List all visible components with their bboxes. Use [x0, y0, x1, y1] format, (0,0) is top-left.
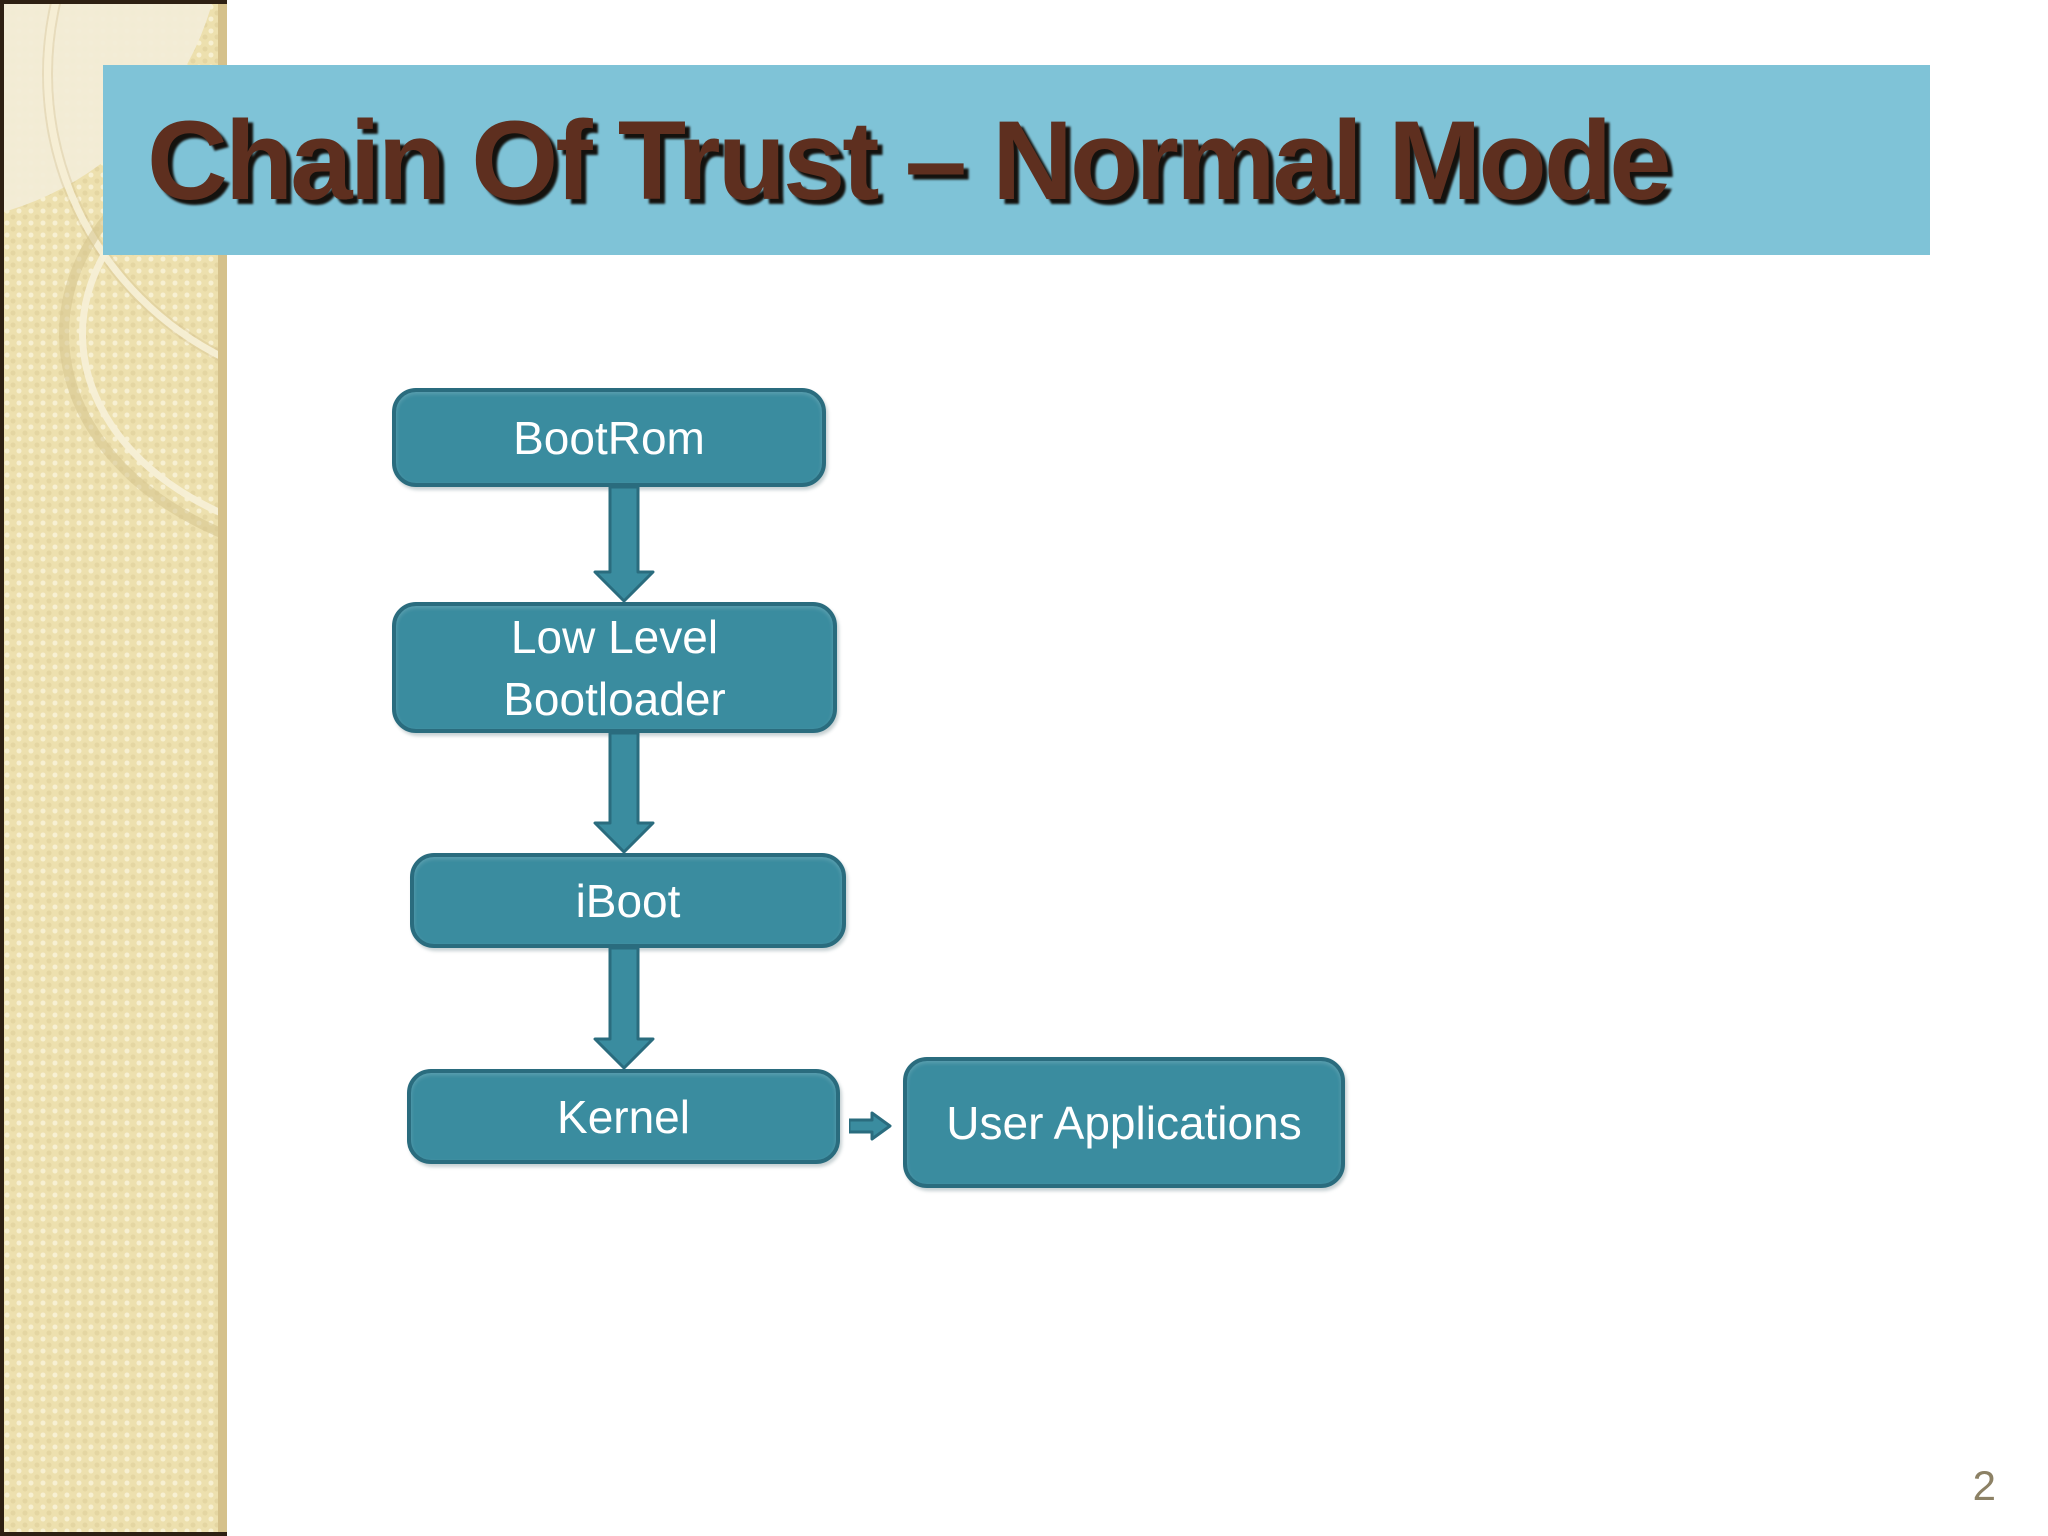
flow-node-bootrom: BootRom	[392, 388, 826, 487]
arrow-down-icon	[593, 733, 655, 854]
flow-node-user-applications-label: User Applications	[946, 1096, 1302, 1149]
flow-node-low-level-bootloader-label: Low Level Bootloader	[503, 610, 726, 725]
flow-node-bootrom-label: BootRom	[513, 411, 705, 464]
flow-node-kernel: Kernel	[407, 1069, 840, 1164]
flow-node-iboot-label: iBoot	[575, 874, 681, 927]
flow-node-kernel-label: Kernel	[557, 1090, 690, 1143]
title-bar: Chain Of Trust – Normal Mode	[103, 65, 1930, 255]
flow-node-iboot: iBoot	[410, 853, 846, 948]
flow-node-low-level-bootloader: Low Level Bootloader	[392, 602, 837, 733]
flow-node-user-applications: User Applications	[903, 1057, 1345, 1188]
page-title: Chain Of Trust – Normal Mode	[147, 97, 1672, 223]
arrow-right-icon	[849, 1111, 892, 1141]
arrow-down-icon	[593, 487, 655, 603]
arrow-down-icon	[593, 948, 655, 1070]
page-number: 2	[1972, 1462, 1996, 1509]
